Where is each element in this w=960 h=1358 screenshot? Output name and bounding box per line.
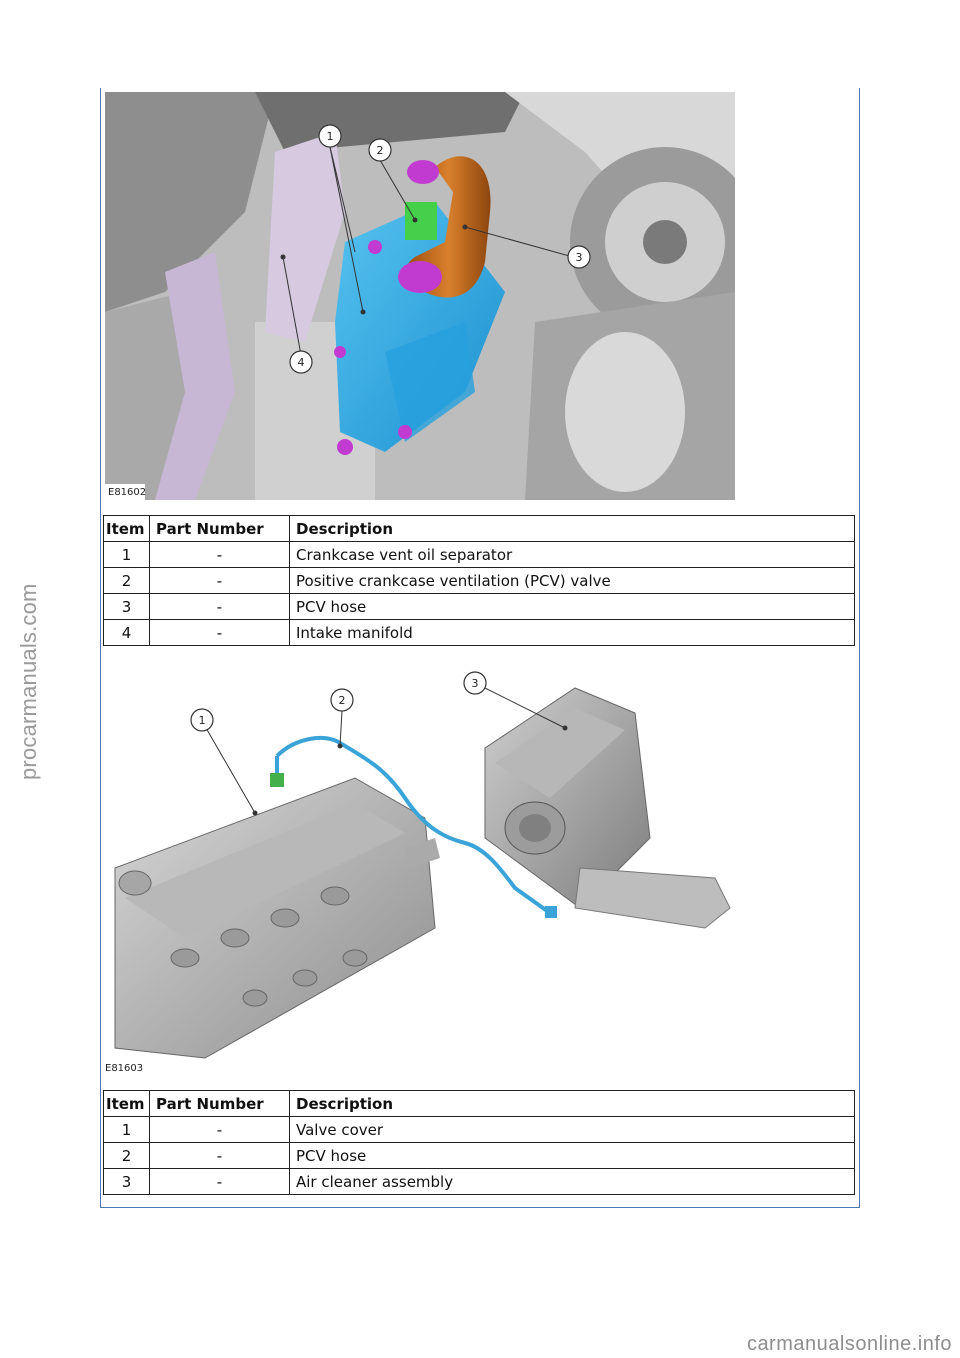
cell-part-number: -: [149, 593, 290, 620]
cell-part-number: -: [149, 541, 290, 568]
table-header-row: Item Part Number Description: [103, 515, 855, 542]
svg-text:1: 1: [199, 714, 206, 727]
cell-part-number: -: [149, 1142, 290, 1169]
bottom-watermark: carmanualsonline.info: [746, 1333, 952, 1355]
header-description: Description: [289, 515, 855, 542]
cell-description: Crankcase vent oil separator: [289, 541, 855, 568]
table-row: 2 - Positive crankcase ventilation (PCV)…: [103, 567, 855, 594]
engine-illustration: 1 2 3 4: [105, 92, 735, 500]
header-item: Item: [103, 515, 150, 542]
parts-table-1: Item Part Number Description 1 - Crankca…: [103, 515, 855, 646]
svg-text:2: 2: [339, 694, 346, 707]
cell-item: 1: [103, 1116, 150, 1143]
svg-text:3: 3: [576, 251, 583, 264]
callout-1: 1: [318, 124, 342, 148]
table-row: 1 - Valve cover: [103, 1116, 855, 1143]
cell-description: PCV hose: [289, 1142, 855, 1169]
cell-item: 4: [103, 619, 150, 646]
table-header-row: Item Part Number Description: [103, 1090, 855, 1117]
table-row: 1 - Crankcase vent oil separator: [103, 541, 855, 568]
callout-2: 2: [330, 688, 354, 712]
cell-item: 3: [103, 1168, 150, 1195]
figure-code: E81603: [105, 1063, 144, 1074]
header-part-number: Part Number: [149, 515, 290, 542]
cell-description: Intake manifold: [289, 619, 855, 646]
cell-item: 2: [103, 567, 150, 594]
figure-code: E81602: [108, 487, 147, 498]
svg-text:2: 2: [377, 144, 384, 157]
cell-description: Air cleaner assembly: [289, 1168, 855, 1195]
cell-description: Valve cover: [289, 1116, 855, 1143]
callout-3: 3: [463, 671, 487, 695]
cell-description: PCV hose: [289, 593, 855, 620]
header-item: Item: [103, 1090, 150, 1117]
callout-4: 4: [289, 350, 313, 374]
header-part-number: Part Number: [149, 1090, 290, 1117]
svg-text:4: 4: [298, 356, 305, 369]
parts-table-2: Item Part Number Description 1 - Valve c…: [103, 1090, 855, 1195]
figure-pcv-routing-view: 1 2 3 E81603: [105, 668, 735, 1078]
valve-cover-illustration: 1 2 3: [114, 671, 731, 1059]
table-row: 3 - Air cleaner assembly: [103, 1168, 855, 1195]
cell-part-number: -: [149, 1168, 290, 1195]
svg-text:3: 3: [472, 677, 479, 690]
cell-description: Positive crankcase ventilation (PCV) val…: [289, 567, 855, 594]
cell-item: 2: [103, 1142, 150, 1169]
svg-text:1: 1: [327, 130, 334, 143]
callout-1: 1: [190, 708, 214, 732]
cell-part-number: -: [149, 619, 290, 646]
callout-3: 3: [567, 245, 591, 269]
header-description: Description: [289, 1090, 855, 1117]
table-row: 3 - PCV hose: [103, 593, 855, 620]
side-watermark: procarmanuals.com: [16, 583, 41, 780]
table-row: 2 - PCV hose: [103, 1142, 855, 1169]
cell-part-number: -: [149, 567, 290, 594]
cell-item: 1: [103, 541, 150, 568]
figure-pcv-engine-view: 1 2 3 4 E81602: [105, 92, 735, 500]
callout-2: 2: [368, 138, 392, 162]
cell-part-number: -: [149, 1116, 290, 1143]
cell-item: 3: [103, 593, 150, 620]
table-row: 4 - Intake manifold: [103, 619, 855, 646]
page-frame: [100, 88, 860, 1208]
